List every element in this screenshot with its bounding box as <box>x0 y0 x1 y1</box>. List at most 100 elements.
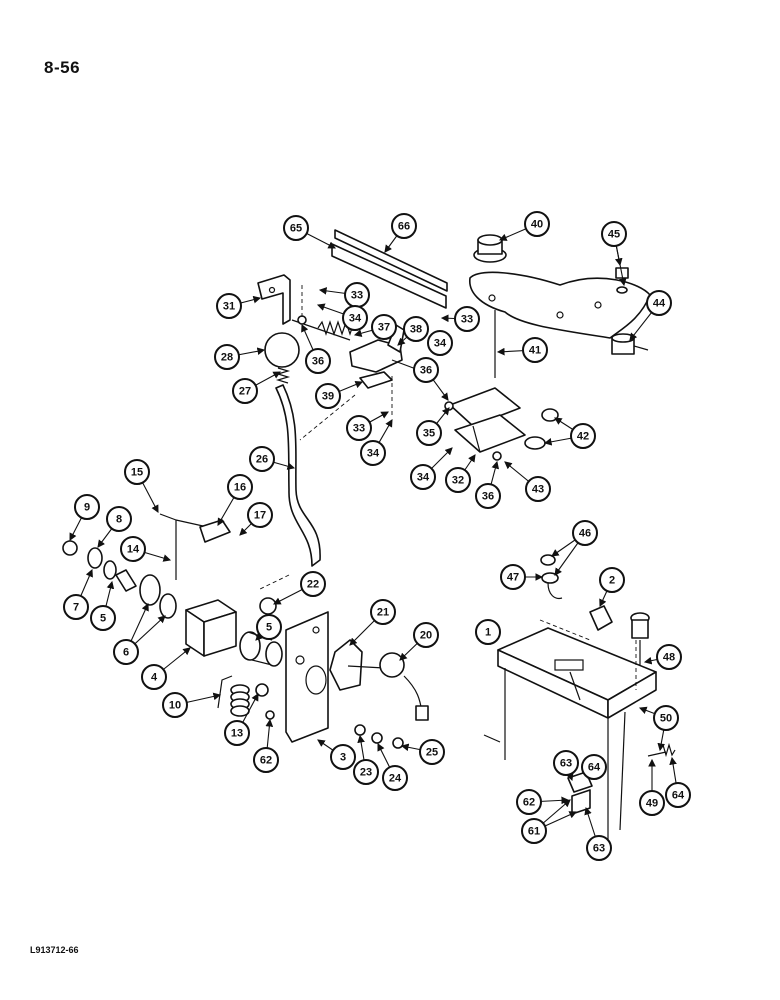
svg-text:33: 33 <box>353 423 365 435</box>
svg-text:66: 66 <box>398 221 410 233</box>
svg-text:65: 65 <box>290 223 302 235</box>
switch-47 <box>540 554 563 600</box>
callout-1: 1 <box>475 619 501 645</box>
callout-5: 5 <box>90 605 116 631</box>
svg-text:33: 33 <box>351 290 363 302</box>
callout-49: 49 <box>639 790 665 816</box>
callout-17: 17 <box>247 502 273 528</box>
svg-text:43: 43 <box>532 484 544 496</box>
bracket-21 <box>329 639 363 691</box>
svg-text:62: 62 <box>260 755 272 767</box>
callout-20: 20 <box>413 622 439 648</box>
svg-text:5: 5 <box>266 622 272 634</box>
svg-text:47: 47 <box>507 572 519 584</box>
callout-16: 16 <box>227 474 253 500</box>
callout-24: 24 <box>382 765 408 791</box>
svg-text:45: 45 <box>608 229 620 241</box>
callout-6: 6 <box>113 639 139 665</box>
svg-text:64: 64 <box>588 762 601 774</box>
callout-34: 34 <box>342 305 368 331</box>
callout-64: 64 <box>665 782 691 808</box>
svg-text:39: 39 <box>322 391 334 403</box>
washer-stack <box>62 540 177 619</box>
callout-8: 8 <box>106 506 132 532</box>
connector-2 <box>589 605 613 631</box>
svg-text:36: 36 <box>312 356 324 368</box>
svg-text:33: 33 <box>461 314 473 326</box>
bracket-31 <box>257 274 291 325</box>
svg-text:9: 9 <box>84 502 90 514</box>
svg-text:16: 16 <box>234 482 246 494</box>
page-number: 8-56 <box>44 58 81 77</box>
plate-3 <box>285 611 329 743</box>
callout-2: 2 <box>599 567 625 593</box>
svg-text:40: 40 <box>531 219 543 231</box>
svg-text:4: 4 <box>151 672 158 684</box>
gear-42 <box>524 408 559 450</box>
svg-text:34: 34 <box>417 472 430 484</box>
svg-text:62: 62 <box>523 797 535 809</box>
callout-34: 34 <box>360 440 386 466</box>
yoke-38 <box>349 339 403 373</box>
callout-62: 62 <box>516 789 542 815</box>
callout-9: 9 <box>74 494 100 520</box>
callout-10: 10 <box>162 692 188 718</box>
svg-text:26: 26 <box>256 454 268 466</box>
callout-66: 66 <box>391 213 417 239</box>
svg-text:1: 1 <box>485 627 491 639</box>
nut-36-upper <box>297 315 307 325</box>
bracket-16 <box>199 519 231 543</box>
rod-10 <box>217 675 233 709</box>
mount-40 <box>473 234 507 263</box>
callout-63: 63 <box>553 750 579 776</box>
callout-64: 64 <box>581 754 607 780</box>
callout-21: 21 <box>370 599 396 625</box>
callout-31: 31 <box>216 293 242 319</box>
callout-28: 28 <box>214 344 240 370</box>
callout-46: 46 <box>572 520 598 546</box>
console-frame <box>483 627 657 840</box>
callout-34: 34 <box>427 330 453 356</box>
callout-48: 48 <box>656 644 682 670</box>
callout-25: 25 <box>419 739 445 765</box>
svg-text:2: 2 <box>609 575 615 587</box>
svg-text:38: 38 <box>410 324 422 336</box>
svg-text:61: 61 <box>528 826 540 838</box>
rod-14 <box>159 513 177 580</box>
svg-text:41: 41 <box>529 345 541 357</box>
callout-42: 42 <box>570 423 596 449</box>
callout-41: 41 <box>522 337 548 363</box>
svg-text:32: 32 <box>452 475 464 487</box>
svg-text:44: 44 <box>653 298 666 310</box>
callout-33: 33 <box>344 282 370 308</box>
svg-text:3: 3 <box>340 752 346 764</box>
callout-45: 45 <box>601 221 627 247</box>
svg-text:36: 36 <box>482 491 494 503</box>
callout-34: 34 <box>410 464 436 490</box>
callout-61: 61 <box>521 818 547 844</box>
callout-15: 15 <box>124 459 150 485</box>
callout-50: 50 <box>653 705 679 731</box>
svg-text:13: 13 <box>231 728 243 740</box>
callout-26: 26 <box>249 446 275 472</box>
housing-4 <box>185 599 237 657</box>
callout-65: 65 <box>283 215 309 241</box>
callout-40: 40 <box>524 211 550 237</box>
svg-text:22: 22 <box>307 579 319 591</box>
svg-text:23: 23 <box>360 767 372 779</box>
svg-text:36: 36 <box>420 365 432 377</box>
callout-7: 7 <box>63 594 89 620</box>
svg-text:63: 63 <box>593 843 605 855</box>
svg-text:42: 42 <box>577 431 589 443</box>
callout-63: 63 <box>586 835 612 861</box>
callout-43: 43 <box>525 476 551 502</box>
svg-text:5: 5 <box>100 613 106 625</box>
svg-text:49: 49 <box>646 798 658 810</box>
document-code: L913712-66 <box>30 945 79 955</box>
bushing-5 <box>239 631 283 667</box>
callout-44: 44 <box>646 290 672 316</box>
callout-39: 39 <box>315 383 341 409</box>
sensor-20 <box>347 652 429 721</box>
block-39 <box>359 371 393 389</box>
